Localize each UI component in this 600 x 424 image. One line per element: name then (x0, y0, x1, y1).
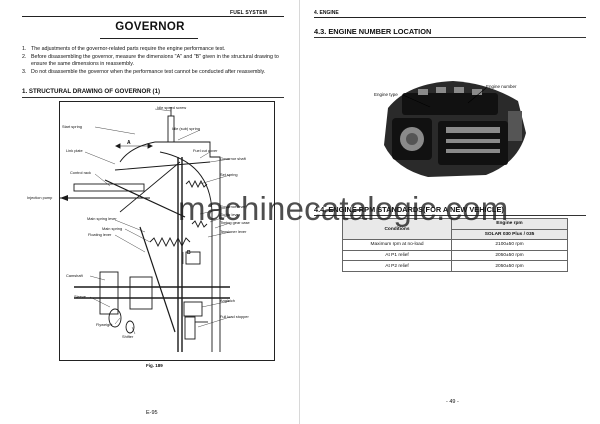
label-injection-pump: Injection pump (27, 195, 53, 200)
page-title: GOVERNOR (115, 21, 185, 33)
label-guide-lever: Guide lever (220, 212, 240, 217)
label-main-spring-lever: Main spring lever (87, 216, 117, 221)
cell-rpm: 2100±50 rpm (451, 239, 568, 251)
section-title-engine-number: 4.3. ENGINE NUMBER LOCATION (314, 27, 432, 36)
label-governor-lever: Governor lever (220, 204, 246, 209)
label-governor-shaft: Governor shaft (220, 156, 246, 161)
cell-rpm: 2050±50 rpm (451, 249, 568, 262)
label-link-plate: Link plate (66, 148, 83, 153)
label-floating-lever: Floating lever (88, 232, 112, 237)
cell-condition: Maximum rpm at no-load (342, 239, 452, 251)
cell-condition: At P1 relief (342, 249, 452, 262)
title-underline (100, 38, 198, 39)
label-idle-sub-spring: Idle (sub) spring (172, 126, 200, 131)
governor-diagram: Idle speed screw Start spring Idle (sub)… (27, 101, 275, 361)
cell-rpm: 2050±50 rpm (451, 260, 568, 272)
label-idle-speed-screw: Idle speed screw (157, 105, 187, 110)
label-dim-b: B (187, 250, 191, 256)
table-row: At P1 relief 2050±50 rpm (342, 249, 568, 262)
section-rule (314, 215, 586, 216)
notes-list: 1. The adjustments of the governor-relat… (22, 46, 284, 76)
note-text: Before disassembling the governor, measu… (31, 53, 279, 67)
note-item: 1. The adjustments of the governor-relat… (22, 46, 284, 53)
watermark: machinecatalogic.com (178, 190, 509, 227)
header-rule (314, 17, 586, 18)
page-divider (299, 0, 300, 424)
right-page-number: - 49 - (446, 399, 459, 405)
left-page: FUEL SYSTEM GOVERNOR 1. The adjustments … (22, 10, 284, 416)
label-engine-type: Engine type (374, 92, 398, 97)
table-row: At P2 relief 2050±50 rpm (342, 260, 568, 272)
left-page-header: FUEL SYSTEM (230, 10, 268, 16)
note-item: 3. Do not disassemble the governor when … (22, 69, 284, 76)
label-dim-a: A (127, 140, 131, 146)
label-engine-number: Engine number (486, 84, 517, 89)
cell-condition: At P2 relief (342, 260, 452, 272)
section-rule (22, 97, 284, 98)
label-start-spring: Start spring (62, 124, 82, 129)
label-camshaft: Camshaft (66, 273, 83, 278)
table-header-row: Conditions Engine rpm (342, 217, 568, 241)
label-flyweight: Flyweight (96, 322, 113, 327)
rpm-standards-table: Conditions Engine rpm SOLAR 030 Plus / 0… (342, 217, 568, 272)
label-shifter: Shifter (122, 334, 134, 339)
table-row: Maximum rpm at no-load 2100±50 rpm (342, 239, 568, 251)
section-rule (314, 37, 586, 38)
section-title-rpm-standards: 4.4. ENGINE RPM STANDARDS(FOR A NEW VEHI… (314, 205, 504, 214)
label-main-spring: Main spring (102, 226, 123, 231)
label-tensioner-lever: Tensioner lever (220, 229, 247, 234)
section-title: 1. STRUCTURAL DRAWING OF GOVERNOR (1) (22, 88, 161, 95)
engine-photo (368, 63, 536, 183)
label-control-rack: Control rack (70, 170, 91, 175)
label-timing-gear-case: Timing gear case (220, 220, 250, 225)
governor-drawing (60, 107, 231, 352)
header-model: SOLAR 030 Plus / 035 (451, 228, 568, 241)
note-item: 2. Before disassembling the governor, me… (22, 54, 284, 68)
label-full-load-stopper: Full load stopper (220, 314, 249, 319)
label-set-spring: Set spring (220, 172, 238, 177)
note-number: 3. (22, 68, 27, 75)
note-text: The adjustments of the governor-related … (31, 46, 226, 52)
label-angleich: Angleich (220, 298, 235, 303)
note-number: 2. (22, 53, 27, 60)
note-number: 1. (22, 46, 27, 52)
right-page: 4. ENGINE 4.3. ENGINE NUMBER LOCATION (300, 0, 600, 424)
right-page-header: 4. ENGINE (314, 10, 339, 16)
header-rule (22, 16, 284, 17)
label-sleeve: Sleeve (74, 294, 86, 299)
left-page-number: E-95 (146, 410, 158, 416)
figure-caption: Fig. 189 (146, 363, 163, 368)
label-fuel-cut-cover: Fuel cut cover (193, 148, 218, 153)
header-conditions: Conditions (342, 217, 452, 241)
note-text: Do not disassemble the governor when the… (31, 68, 266, 75)
